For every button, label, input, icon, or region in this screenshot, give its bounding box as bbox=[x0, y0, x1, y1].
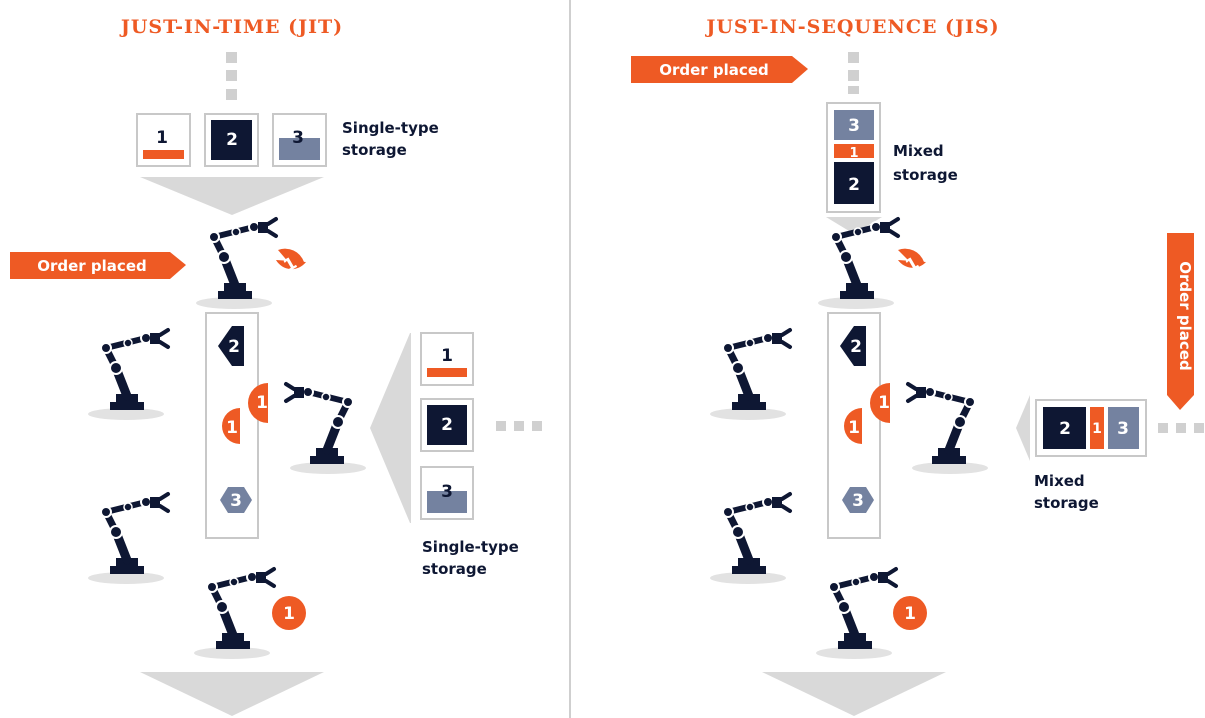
jit-top-storage-label-1: Single-type bbox=[342, 119, 439, 137]
jit-robot-bottom-part: 1 bbox=[272, 596, 306, 630]
jit-robot-bottom-part-label: 1 bbox=[283, 604, 295, 624]
jit-top-funnel bbox=[140, 177, 324, 215]
jit-box-2-label: 2 bbox=[226, 130, 238, 150]
jit-conveyor-part-2-label: 2 bbox=[228, 337, 240, 357]
jit-box-1-label: 1 bbox=[156, 128, 168, 148]
jis-bottom-funnel bbox=[762, 672, 946, 716]
jis-side-funnel bbox=[1016, 395, 1030, 461]
jit-title: JUST-IN-TIME (JIT) bbox=[119, 16, 343, 38]
jit-side-box-2-label: 2 bbox=[441, 415, 453, 435]
jis-stack-part-1-label: 1 bbox=[849, 146, 858, 161]
jis-top-funnel bbox=[826, 217, 882, 234]
jis-side-storage-label-2: storage bbox=[1034, 494, 1099, 512]
jis-conveyor-part-1: 1 bbox=[844, 408, 862, 444]
jis-robot-left-2 bbox=[710, 494, 790, 584]
jis-robot-right-part-label: 1 bbox=[878, 393, 890, 413]
jis-conveyor-part-1-label: 1 bbox=[848, 418, 860, 438]
jit-side-storage-label-2: storage bbox=[422, 560, 487, 578]
jis-stack-part-2-label: 2 bbox=[848, 175, 860, 195]
jit-conveyor-part-3: 3 bbox=[220, 487, 252, 513]
jit-top-storage: 1 2 3 Single-type storage bbox=[136, 113, 439, 167]
jit-robot-right bbox=[286, 384, 366, 474]
jit-conveyor-part-1-label: 1 bbox=[226, 418, 238, 438]
jis-conveyor-part-3-label: 3 bbox=[852, 491, 864, 511]
jis-side-part-1-label: 1 bbox=[1092, 421, 1102, 437]
jis-stack-part-3-label: 3 bbox=[848, 116, 860, 136]
jis-order-banner-top: Order placed bbox=[631, 56, 808, 83]
jis-robot-right-part: 1 bbox=[870, 383, 890, 423]
jit-panel: JUST-IN-TIME (JIT) 1 2 3 Single-type sto… bbox=[10, 16, 542, 716]
jit-robot-bottom bbox=[194, 569, 274, 659]
jit-robot-left-1 bbox=[88, 330, 168, 420]
jit-bottom-funnel bbox=[140, 672, 324, 716]
jit-side-box-1-label: 1 bbox=[441, 346, 453, 366]
jit-box-3-label: 3 bbox=[292, 128, 304, 148]
jis-robot-top-part: 1 bbox=[898, 248, 926, 276]
jis-robot-top bbox=[818, 219, 898, 309]
jis-stack-storage: 3 1 2 bbox=[826, 102, 881, 213]
jis-top-storage-label-2: storage bbox=[893, 166, 958, 184]
jit-order-banner: Order placed bbox=[10, 252, 186, 279]
jit-side-storage-label-1: Single-type bbox=[422, 538, 519, 556]
jis-side-storage: 2 1 3 bbox=[1035, 399, 1147, 457]
jis-robot-right bbox=[908, 384, 988, 474]
jit-side-box-3-label: 3 bbox=[441, 482, 453, 502]
jit-conveyor-part-1: 1 bbox=[222, 408, 240, 444]
jit-robot-top-part: 1 bbox=[276, 248, 306, 276]
jis-conveyor-part-2-label: 2 bbox=[850, 337, 862, 357]
jis-order-banner-top-text: Order placed bbox=[659, 61, 768, 79]
jit-side-storage: 1 2 3 bbox=[420, 332, 474, 520]
jis-top-storage-label-1: Mixed bbox=[893, 142, 944, 160]
jit-robot-top bbox=[196, 219, 276, 309]
jit-conveyor-part-2: 2 bbox=[218, 326, 244, 366]
jis-dotted-feed bbox=[848, 52, 859, 94]
jis-conveyor-part-3: 3 bbox=[842, 487, 874, 513]
jit-conveyor-part-3-label: 3 bbox=[230, 491, 242, 511]
jis-title: JUST-IN-SEQUENCE (JIS) bbox=[704, 16, 999, 38]
jis-panel: JUST-IN-SEQUENCE (JIS) Order placed 3 1 … bbox=[631, 16, 1204, 716]
jis-robot-left-1 bbox=[710, 330, 790, 420]
jit-dotted-feed bbox=[226, 52, 237, 100]
jis-robot-bottom bbox=[816, 569, 896, 659]
jis-robot-bottom-part-label: 1 bbox=[904, 604, 916, 624]
jit-order-banner-text: Order placed bbox=[37, 257, 146, 275]
jit-robot-left-2 bbox=[88, 494, 168, 584]
jis-order-banner-side: Order placed bbox=[1167, 233, 1194, 410]
jit-side-dotted-feed bbox=[496, 421, 542, 431]
jis-side-part-3-label: 3 bbox=[1117, 419, 1129, 439]
jis-side-part-2-label: 2 bbox=[1059, 419, 1071, 439]
jis-robot-bottom-part: 1 bbox=[893, 596, 927, 630]
jit-robot-right-part: 1 bbox=[248, 383, 268, 423]
jit-robot-right-part-label: 1 bbox=[256, 393, 268, 413]
jis-order-banner-side-text: Order placed bbox=[1176, 261, 1194, 370]
jis-conveyor-part-2: 2 bbox=[840, 326, 866, 366]
jit-side-funnel bbox=[370, 333, 410, 523]
jis-side-storage-label-1: Mixed bbox=[1034, 472, 1085, 490]
jit-top-storage-label-2: storage bbox=[342, 141, 407, 159]
jis-side-dotted-feed bbox=[1158, 423, 1204, 433]
